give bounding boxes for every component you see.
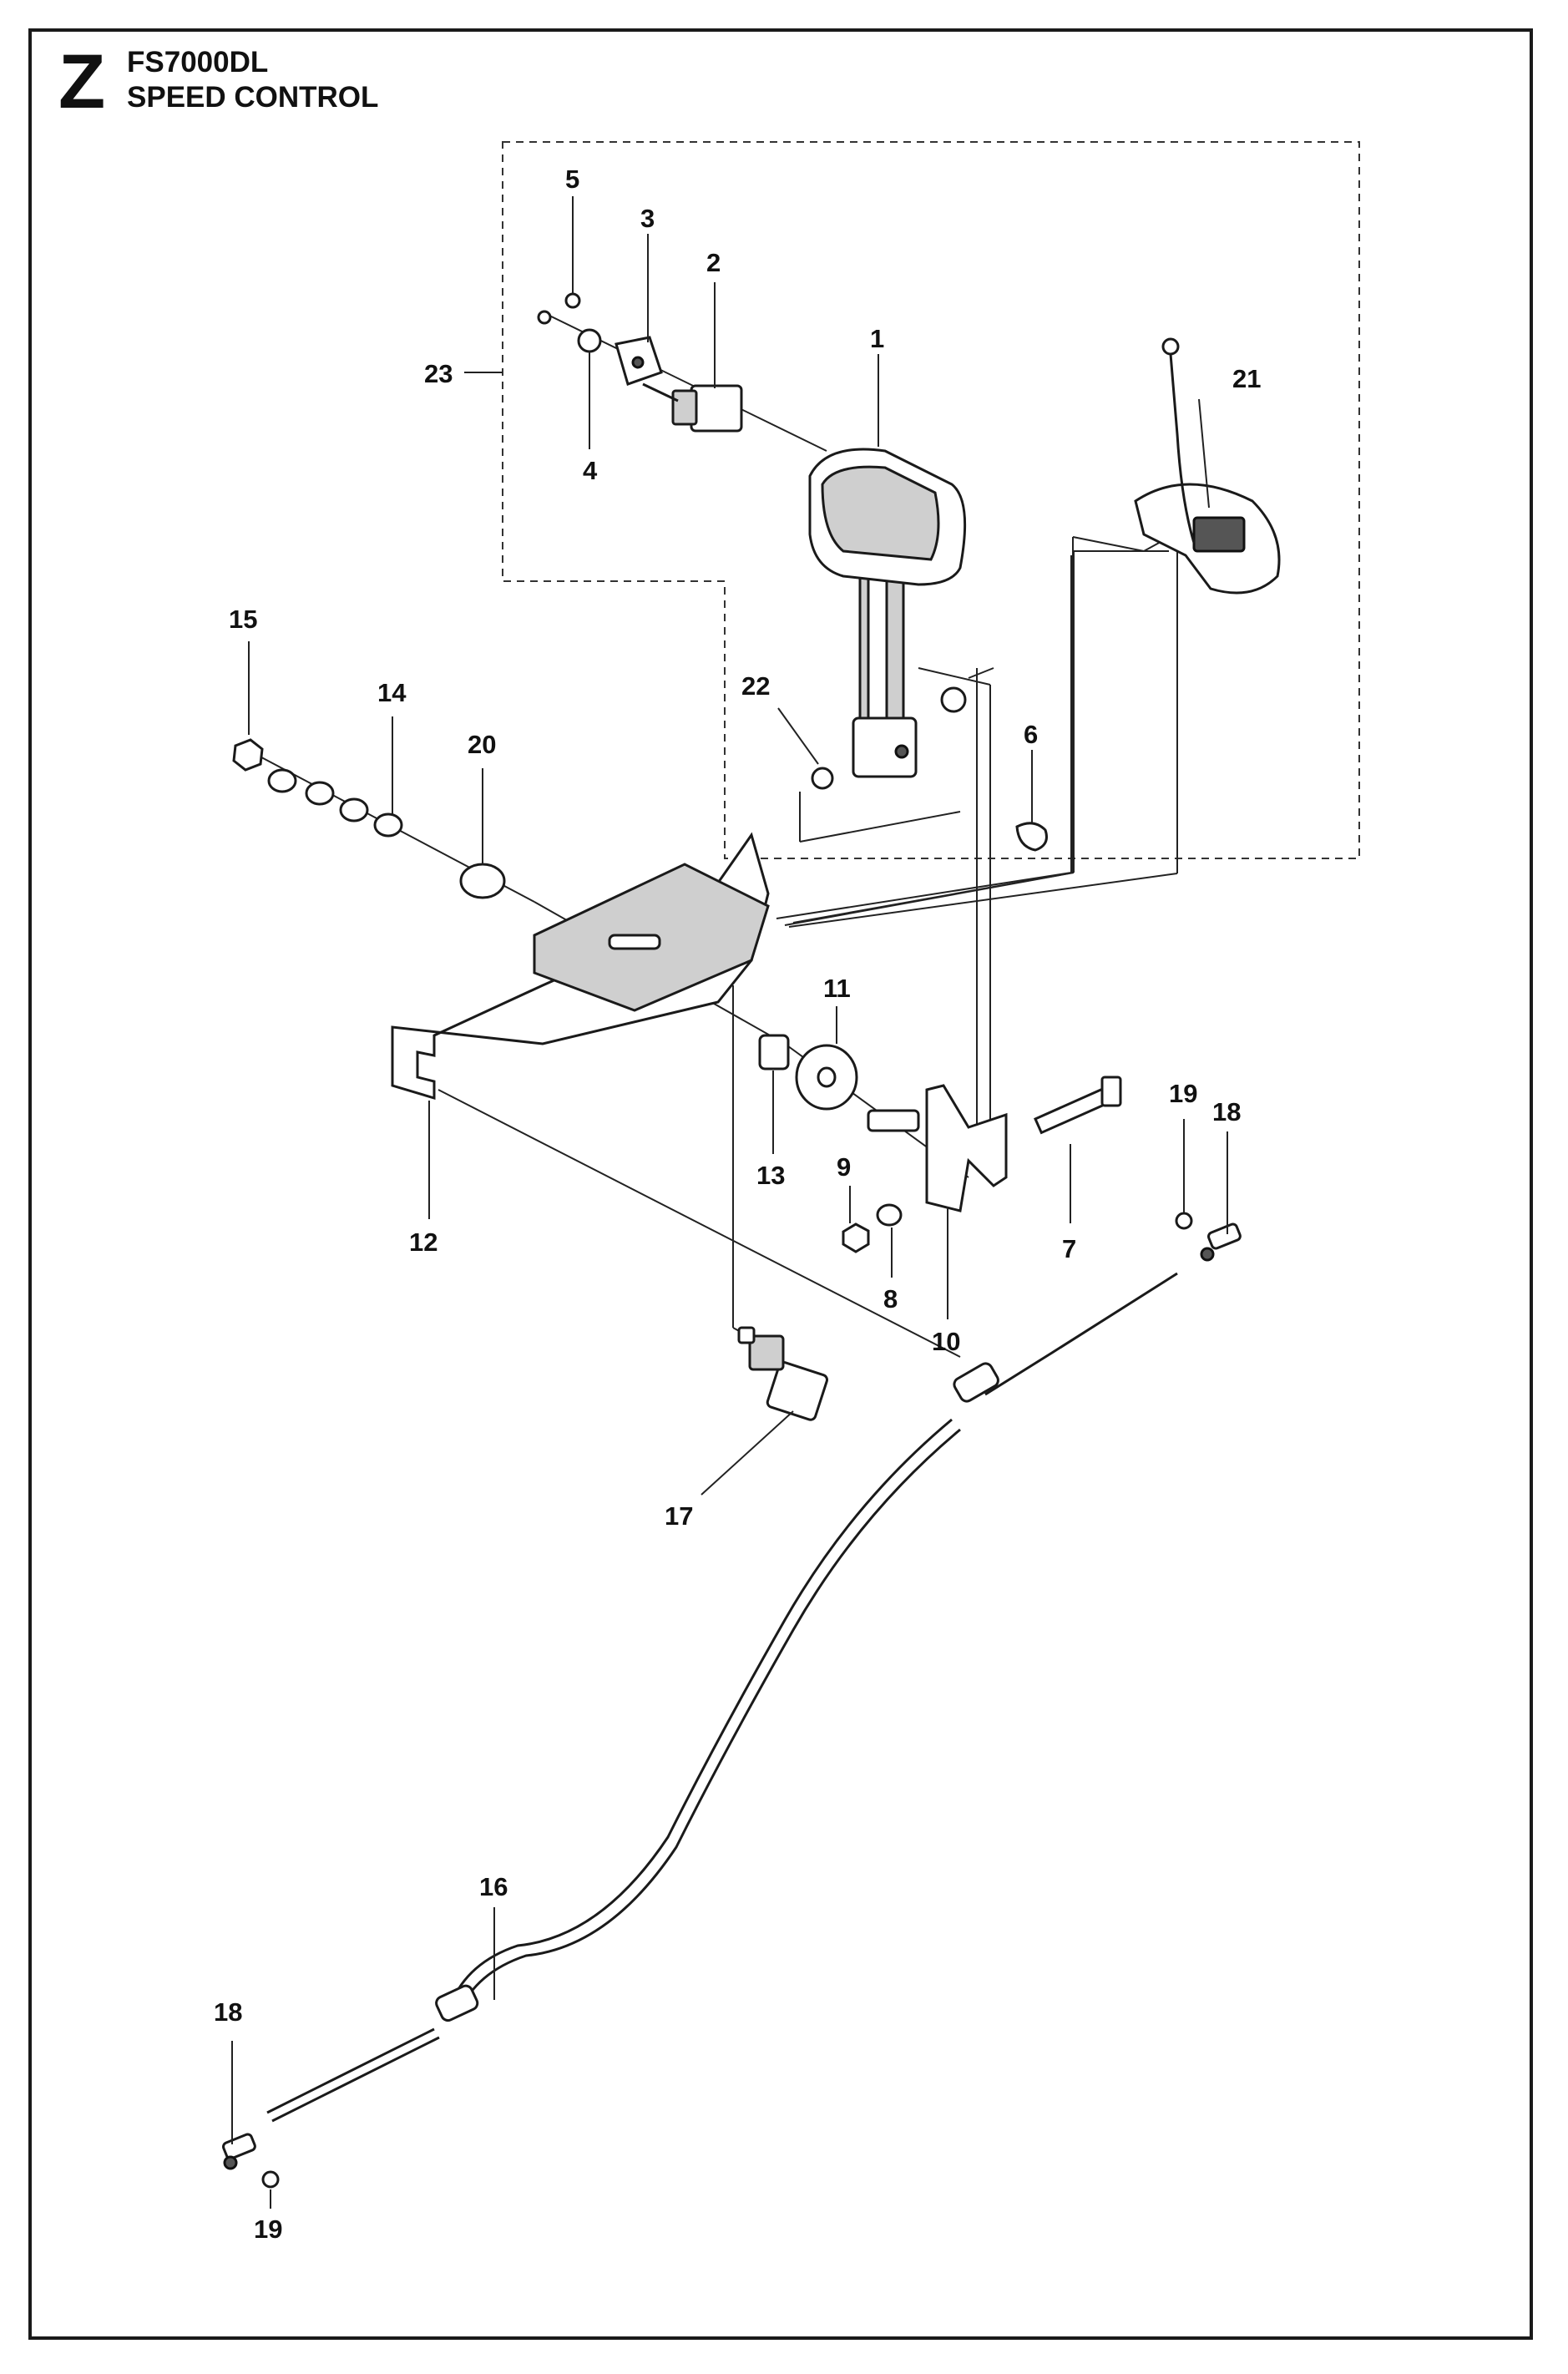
part-16-cable (266, 1272, 1178, 2123)
part-4-nut (577, 328, 602, 353)
callout-22: 22 (741, 671, 770, 701)
callout-2: 2 (706, 248, 721, 277)
part-19-nut-lower (261, 2170, 280, 2189)
callout-21: 21 (1232, 364, 1261, 393)
part-14-washers (267, 768, 403, 838)
part-15-nut (232, 738, 264, 772)
callout-18-lower: 18 (214, 1997, 242, 2027)
callout-16: 16 (479, 1872, 508, 1901)
callout-6: 6 (1024, 720, 1038, 749)
part-1-lever-knob (808, 448, 967, 778)
callout-13: 13 (756, 1161, 785, 1190)
callout-12: 12 (409, 1227, 438, 1257)
part-20-washer (459, 863, 506, 899)
part-18-clevis-upper (1200, 1222, 1242, 1262)
part-6-bushing (1015, 822, 1048, 852)
callout-20: 20 (468, 730, 496, 759)
callout-8: 8 (883, 1284, 898, 1314)
callout-18-upper: 18 (1212, 1097, 1241, 1126)
kit-boundary-dashed (502, 141, 1360, 859)
callout-17: 17 (665, 1501, 693, 1531)
callout-5: 5 (565, 165, 579, 194)
part-9-nut (842, 1222, 870, 1253)
part-18-clevis-lower (222, 2133, 256, 2170)
callout-15: 15 (229, 605, 257, 634)
part-5-screw (564, 292, 581, 309)
part-7-bolt (1034, 1076, 1122, 1135)
part-21-bracket (1134, 337, 1281, 595)
callout-14: 14 (377, 678, 407, 707)
part-17-switch (737, 1326, 829, 1421)
page-frame (28, 28, 1533, 2340)
part-13-spacer (758, 1034, 790, 1071)
part-10-arm (925, 1084, 1008, 1212)
diagram-title: SPEED CONTROL (127, 81, 379, 114)
callout-9: 9 (837, 1152, 851, 1182)
part-12-main-bracket (391, 832, 770, 1101)
part-19-nut-upper (1175, 1212, 1193, 1230)
callout-leaders (231, 196, 1228, 2209)
callout-19-upper: 19 (1169, 1079, 1197, 1108)
callout-19-lower: 19 (254, 2215, 282, 2244)
callout-23: 23 (424, 359, 453, 388)
title-block: FS7000DL SPEED CONTROL (127, 45, 378, 115)
part-2-switch (642, 382, 743, 433)
callout-11: 11 (823, 974, 851, 1003)
part-8-washer (876, 1203, 903, 1227)
callout-4: 4 (583, 456, 598, 485)
callout-3: 3 (640, 204, 655, 233)
section-letter: Z (58, 39, 106, 124)
callout-10: 10 (932, 1327, 960, 1356)
callout-7: 7 (1062, 1234, 1076, 1263)
part-22-nut (811, 767, 834, 790)
callout-1: 1 (870, 324, 884, 353)
model-name: FS7000DL (127, 46, 269, 78)
